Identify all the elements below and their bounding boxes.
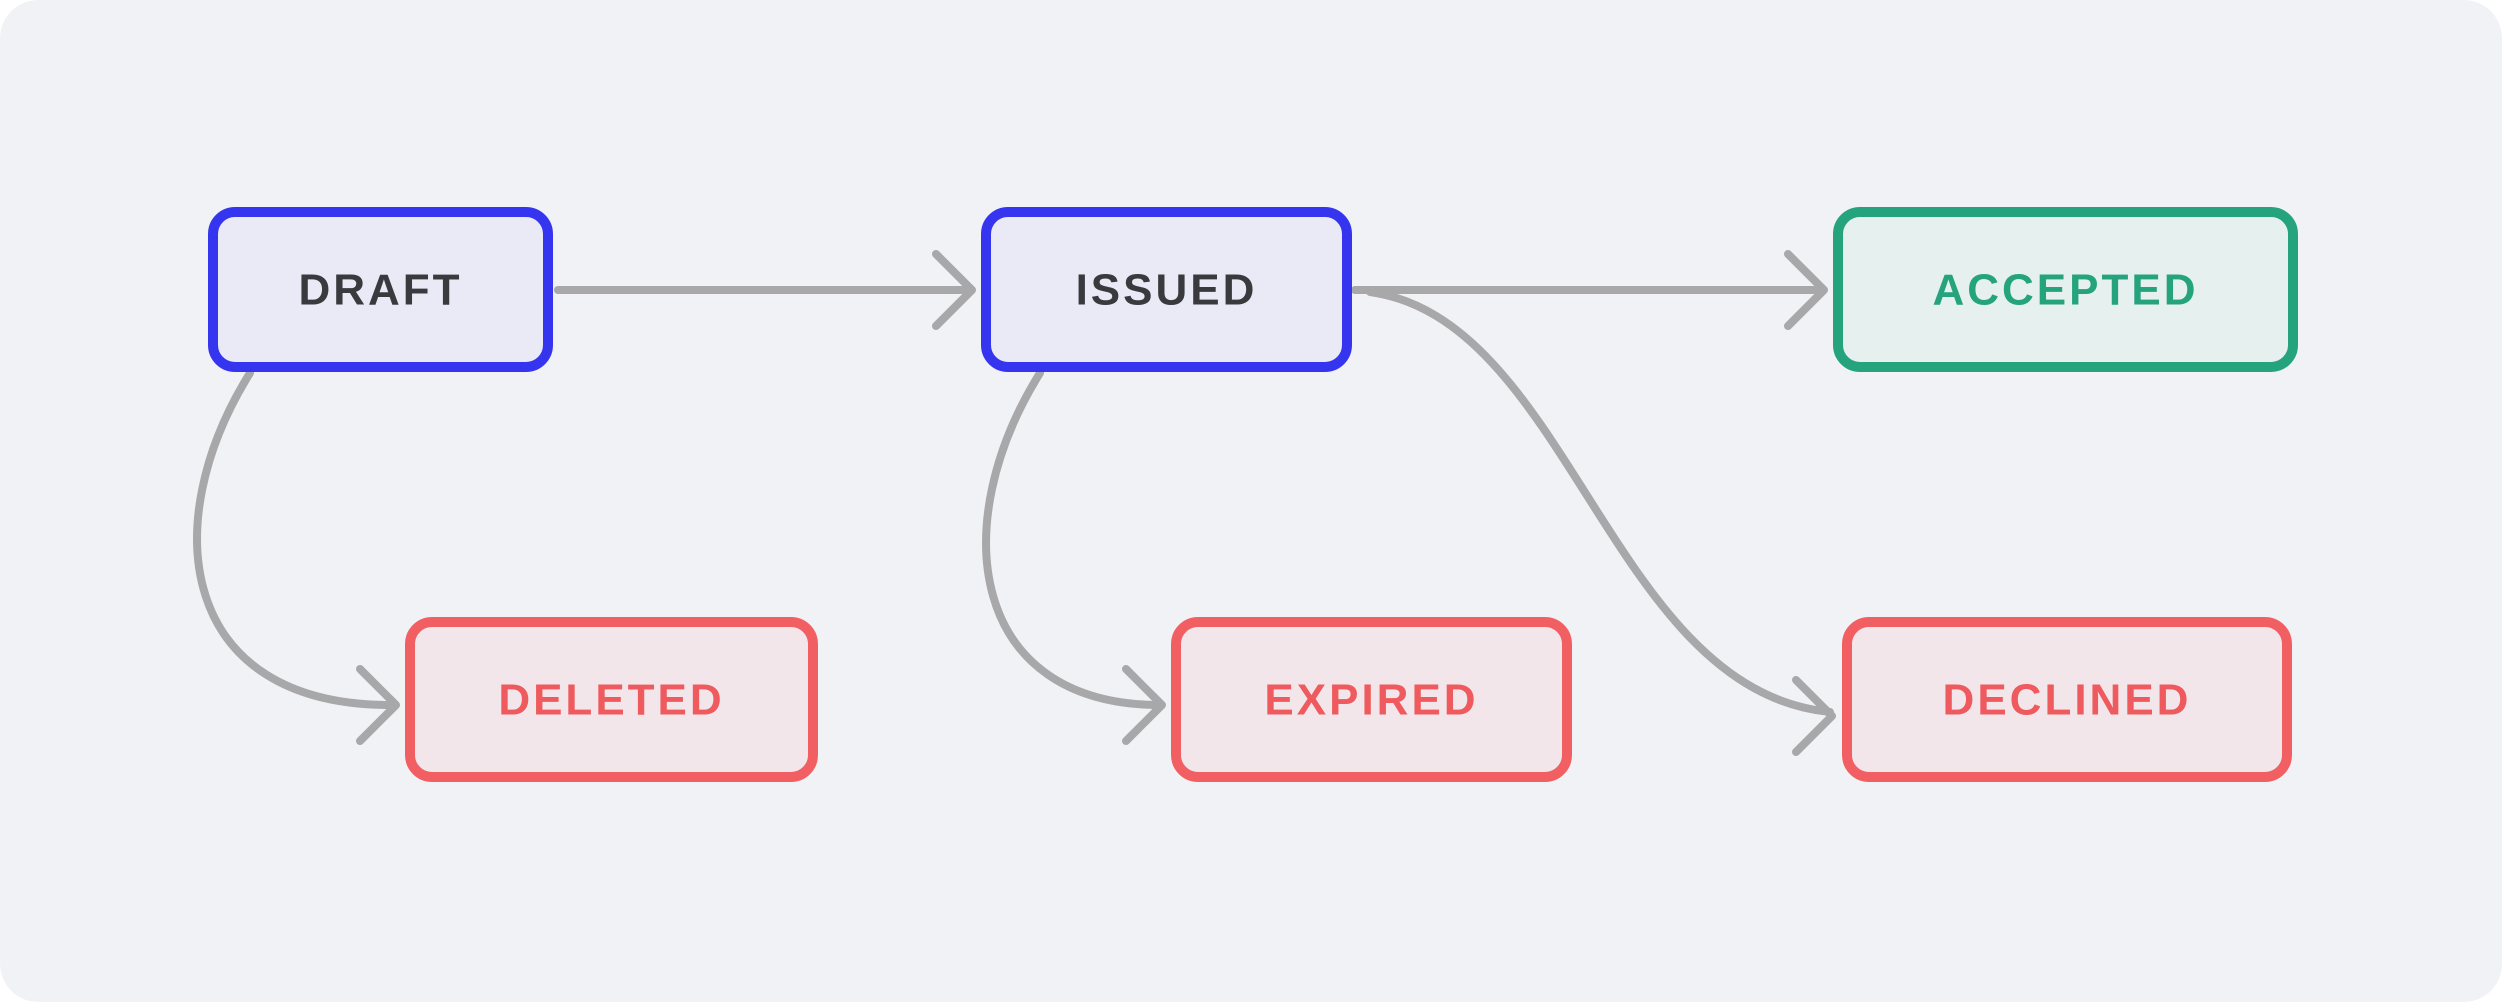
node-declined-box xyxy=(1842,617,2292,782)
node-expired[interactable]: EXPIRED xyxy=(1171,617,1572,782)
node-declined[interactable]: DECLINED xyxy=(1842,617,2292,782)
edge-issued-to-expired xyxy=(982,369,1164,709)
arrowhead-issued-to-expired xyxy=(1122,665,1166,745)
node-issued-box xyxy=(981,207,1352,372)
edge-issued-to-declined xyxy=(1366,288,1834,716)
arrowhead-draft-to-issued xyxy=(932,250,976,330)
node-accepted[interactable]: ACCEPTED xyxy=(1833,207,2298,372)
edges xyxy=(193,250,1836,756)
node-declined-label: DECLINED xyxy=(1943,676,2192,725)
arrowhead-draft-to-deleted xyxy=(356,665,400,745)
node-deleted-label: DELETED xyxy=(498,676,724,725)
node-accepted-box xyxy=(1833,207,2298,372)
edge-draft-to-deleted xyxy=(193,369,394,709)
node-expired-box xyxy=(1171,617,1572,782)
node-issued[interactable]: ISSUED xyxy=(981,207,1352,372)
node-issued-label: ISSUED xyxy=(1076,266,1258,315)
node-draft-box xyxy=(208,207,553,372)
node-accepted-label: ACCEPTED xyxy=(1932,266,2198,315)
node-draft-label: DRAFT xyxy=(298,266,462,315)
node-expired-label: EXPIRED xyxy=(1264,676,1478,725)
node-deleted-box xyxy=(405,617,818,782)
node-draft[interactable]: DRAFT xyxy=(208,207,553,372)
arrowhead-issued-to-declined xyxy=(1792,676,1836,756)
node-deleted[interactable]: DELETED xyxy=(405,617,818,782)
arrowhead-issued-to-accepted xyxy=(1784,250,1828,330)
